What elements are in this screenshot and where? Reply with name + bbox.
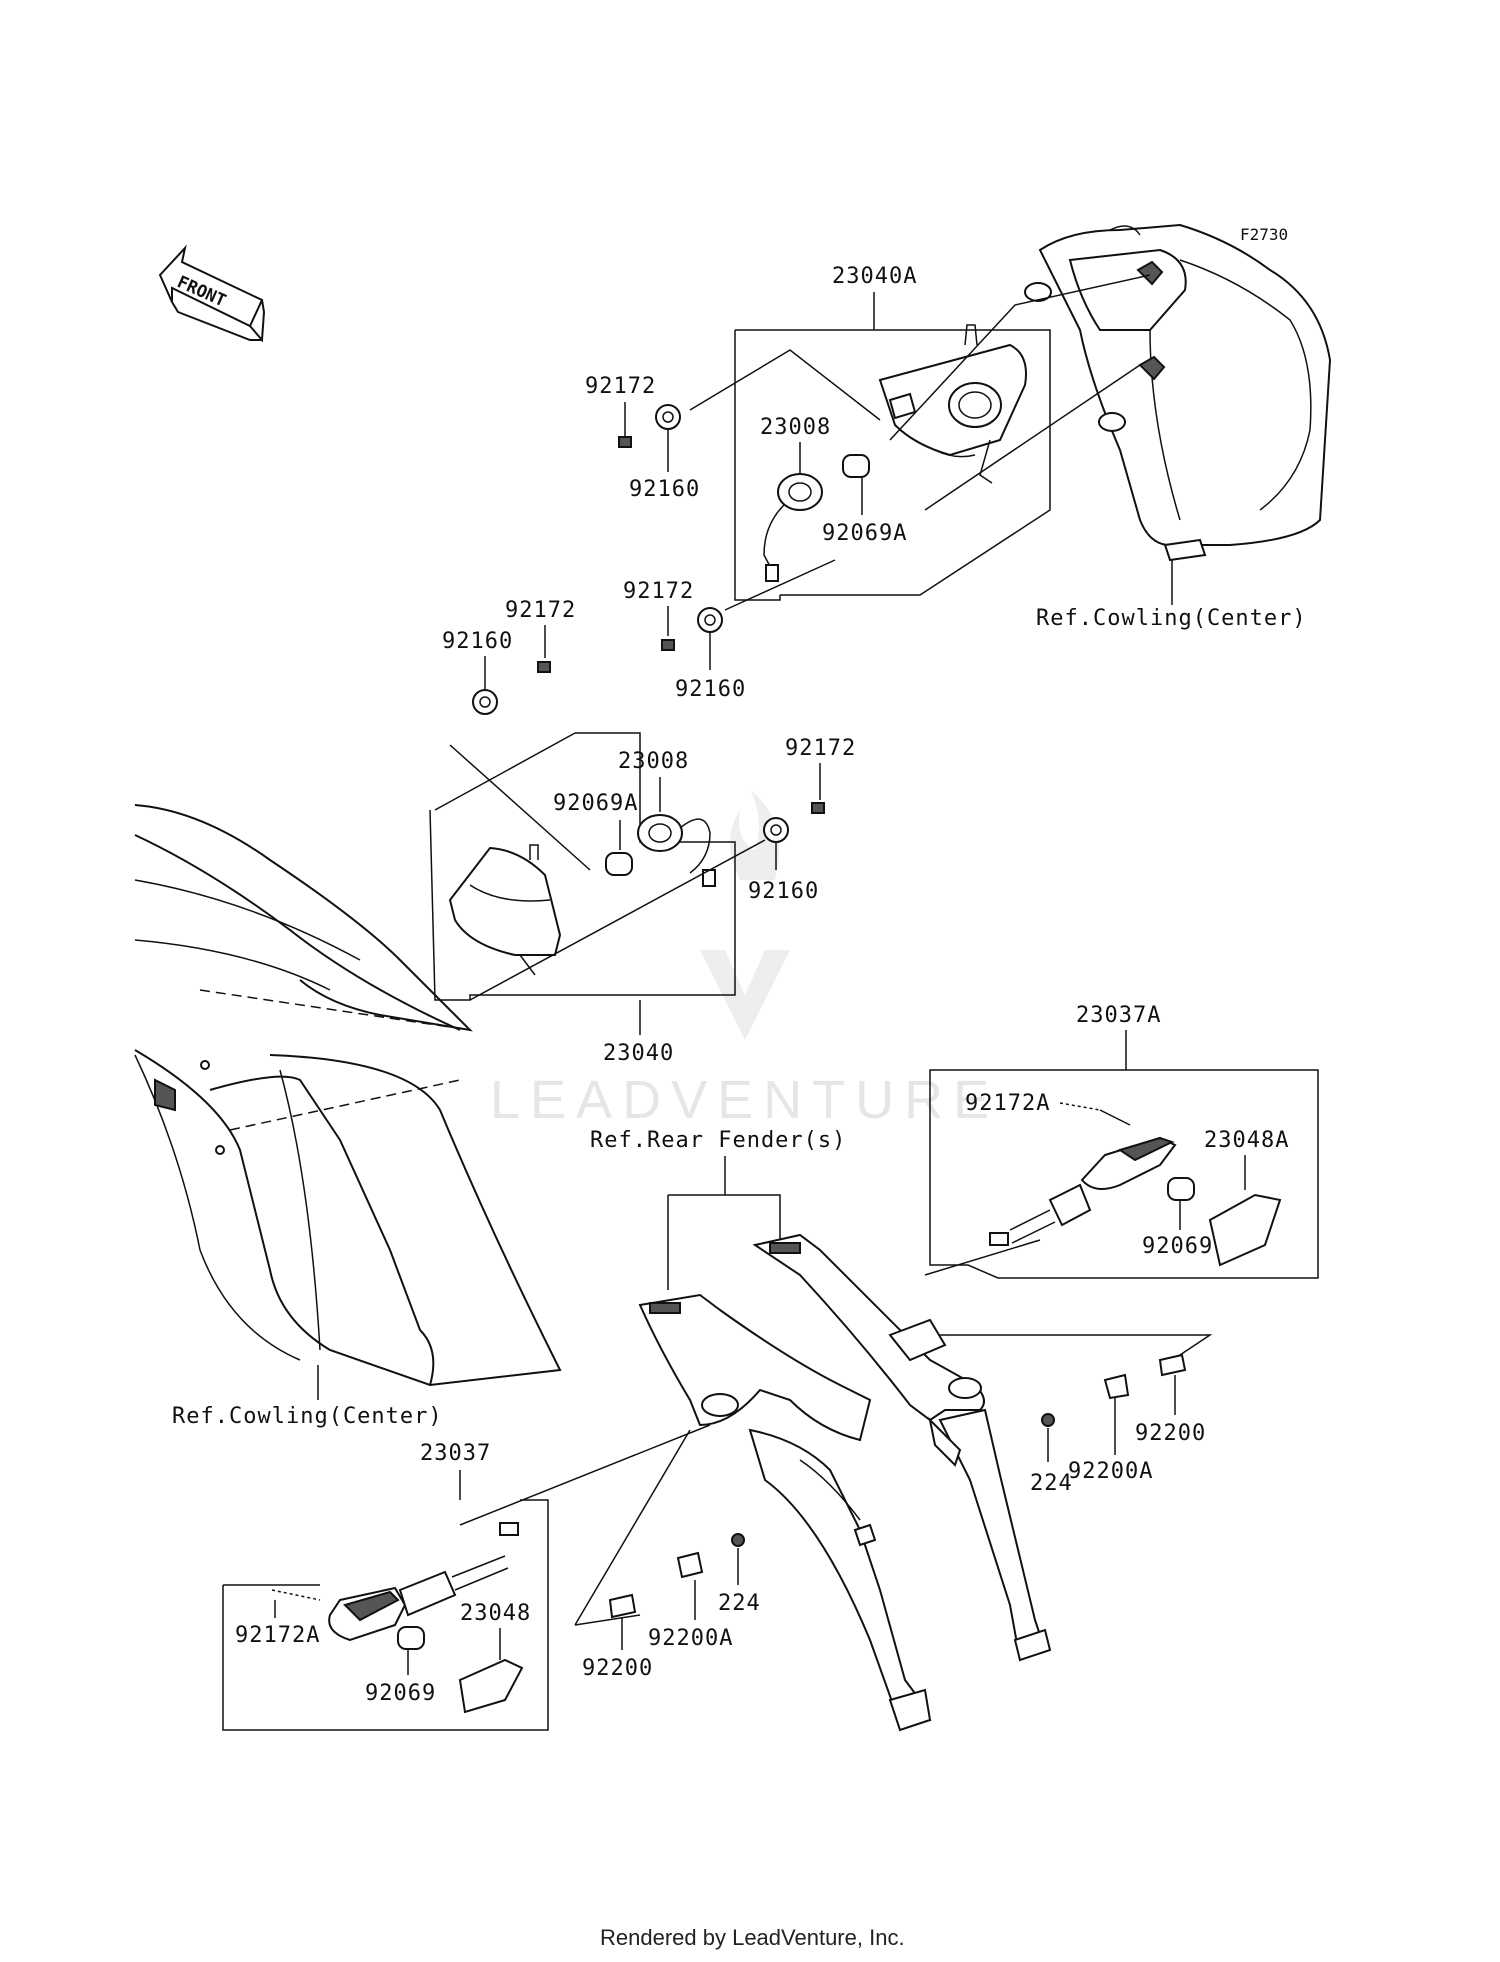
- callout-92172-3: 92172: [505, 598, 576, 623]
- lens-23048: [458, 1658, 524, 1714]
- cowling-left: [134, 804, 562, 1387]
- callout-23008-1: 23008: [760, 415, 831, 440]
- signal-housing-23040A: [878, 324, 1027, 484]
- callout-23040A: 23040A: [832, 264, 917, 289]
- bulb-92069A-left: [605, 852, 633, 876]
- ref-cowling-top: Ref.Cowling(Center): [1036, 606, 1307, 631]
- callout-92200-1: 92200: [1135, 1421, 1206, 1446]
- clip-92200A-right: [1103, 1373, 1130, 1400]
- callout-92160-1: 92160: [629, 477, 700, 502]
- ref-rear-fender: Ref.Rear Fender(s): [590, 1128, 846, 1153]
- callout-92172-1: 92172: [585, 374, 656, 399]
- clip-92200A-left: [676, 1551, 704, 1579]
- ref-cowling-bottom: Ref.Cowling(Center): [172, 1404, 443, 1429]
- callout-92069-2: 92069: [365, 1681, 436, 1706]
- callout-224-2: 224: [718, 1591, 761, 1616]
- screw-92172-left: [537, 661, 551, 673]
- bulb-92069-right: [1167, 1177, 1195, 1201]
- callout-92172-2: 92172: [623, 579, 694, 604]
- bulb-92069A-upper: [842, 454, 870, 478]
- socket-23008-left: [637, 814, 716, 887]
- callout-92200A-2: 92200A: [648, 1626, 733, 1651]
- socket-23008-upper: [763, 473, 823, 582]
- cowling-upper-right: [1024, 223, 1332, 562]
- callout-92069A-1: 92069A: [822, 521, 907, 546]
- callout-23048: 23048: [460, 1601, 531, 1626]
- turn-signal-23037: [328, 1522, 519, 1642]
- callout-92160-3: 92160: [442, 629, 513, 654]
- screw-92172-upper: [618, 436, 632, 448]
- callout-224-1: 224: [1030, 1471, 1073, 1496]
- grommet-92160-right: [763, 817, 789, 843]
- footer-credit: Rendered by LeadVenture, Inc.: [600, 1925, 905, 1950]
- grommet-92160-mid: [697, 607, 723, 633]
- rear-fender: [638, 1233, 1052, 1732]
- kit-frame-23040A: [734, 329, 1051, 601]
- grommet-92160-left: [472, 689, 498, 715]
- kit-frame-23037: [222, 1499, 549, 1731]
- bolt-224-left: [731, 1533, 745, 1547]
- callout-92200A-1: 92200A: [1068, 1459, 1153, 1484]
- kit-frame-23037A: [929, 1069, 1319, 1279]
- bolt-224-right: [1041, 1413, 1055, 1427]
- callout-92172A-2: 92172A: [235, 1623, 320, 1648]
- diagram-code: F2730: [1240, 225, 1288, 244]
- front-arrow-icon: FRONT: [158, 244, 266, 343]
- turn-signal-23037A: [989, 1136, 1177, 1246]
- callout-92069-1: 92069: [1142, 1234, 1213, 1259]
- callout-23008-2: 23008: [618, 749, 689, 774]
- front-label: FRONT: [174, 272, 229, 311]
- callout-23040: 23040: [603, 1041, 674, 1066]
- bulb-92069-left: [397, 1626, 425, 1650]
- callout-92069A-2: 92069A: [553, 791, 638, 816]
- signal-housing-23040: [448, 844, 562, 976]
- bracket-92200-left: [608, 1593, 637, 1619]
- screw-92172-mid: [661, 639, 675, 651]
- watermark: LEADVENTURE: [490, 790, 999, 1130]
- callout-23048A: 23048A: [1204, 1128, 1289, 1153]
- callout-92160-4: 92160: [748, 879, 819, 904]
- bracket-92200-right: [1158, 1353, 1187, 1377]
- lens-23048A: [1208, 1193, 1282, 1267]
- callout-23037: 23037: [420, 1441, 491, 1466]
- screw-92172-right: [811, 802, 825, 814]
- kit-frame-23040: [429, 732, 736, 1001]
- callout-92160-2: 92160: [675, 677, 746, 702]
- watermark-text: LEADVENTURE: [490, 1070, 999, 1130]
- callout-92200-2: 92200: [582, 1656, 653, 1681]
- callout-23037A: 23037A: [1076, 1003, 1161, 1028]
- callout-92172A-1: 92172A: [965, 1091, 1050, 1116]
- grommet-92160-upper: [655, 404, 681, 430]
- callout-92172-4: 92172: [785, 736, 856, 761]
